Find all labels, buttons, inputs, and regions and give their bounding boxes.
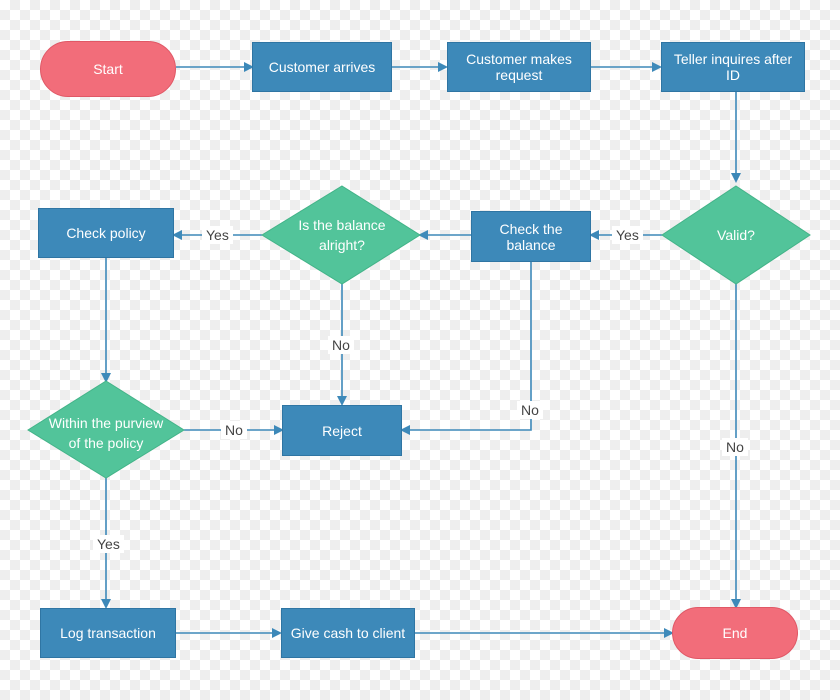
edge-label-policy-no: No — [221, 421, 247, 439]
end-label: End — [722, 625, 748, 641]
give-cash-box[interactable]: Give cash to client — [281, 608, 415, 658]
log-transaction-label: Log transaction — [60, 625, 156, 641]
edge-label-valid-no: No — [722, 438, 748, 456]
decision-valid-shape — [661, 185, 811, 285]
give-cash-label: Give cash to client — [290, 625, 406, 641]
customer-arrives-label: Customer arrives — [268, 59, 376, 75]
reject-label: Reject — [322, 422, 362, 439]
check-balance-box[interactable]: Check the balance — [471, 211, 591, 262]
decision-policy-shape — [27, 380, 185, 479]
check-policy-box[interactable]: Check policy — [38, 208, 174, 258]
check-policy-label: Check policy — [66, 225, 146, 241]
teller-id-box[interactable]: Teller inquires after ID — [661, 42, 805, 92]
edge-check-balance-no-to-reject — [400, 262, 532, 435]
teller-id-label: Teller inquires after ID — [673, 51, 793, 83]
edge-label-check-balance-no: No — [517, 401, 543, 419]
end-terminator[interactable]: End — [672, 607, 798, 659]
decision-balance-shape — [261, 185, 421, 285]
start-terminator[interactable]: Start — [40, 41, 176, 97]
valid-label: Valid? — [717, 227, 755, 243]
within-policy-label: Within the purview of the policy — [48, 415, 164, 451]
log-transaction-box[interactable]: Log transaction — [40, 608, 176, 658]
start-label: Start — [93, 61, 123, 77]
balance-ok-label: Is the balance alright? — [298, 217, 386, 253]
reject-box[interactable]: Reject — [282, 405, 402, 456]
edge-label-policy-yes: Yes — [93, 535, 124, 553]
edge-label-balance-yes: Yes — [202, 226, 233, 244]
edge-label-valid-yes: Yes — [612, 226, 643, 244]
customer-request-label: Customer makes request — [466, 51, 572, 83]
edge-label-balance-no: No — [328, 336, 354, 354]
decision-balance-ok[interactable]: Is the balance alright? — [282, 209, 402, 261]
decision-within-policy[interactable]: Within the purview of the policy — [46, 402, 166, 464]
customer-arrives-box[interactable]: Customer arrives — [252, 42, 392, 92]
customer-request-box[interactable]: Customer makes request — [447, 42, 591, 92]
check-balance-label: Check the balance — [499, 220, 563, 253]
decision-valid[interactable]: Valid? — [680, 215, 792, 255]
